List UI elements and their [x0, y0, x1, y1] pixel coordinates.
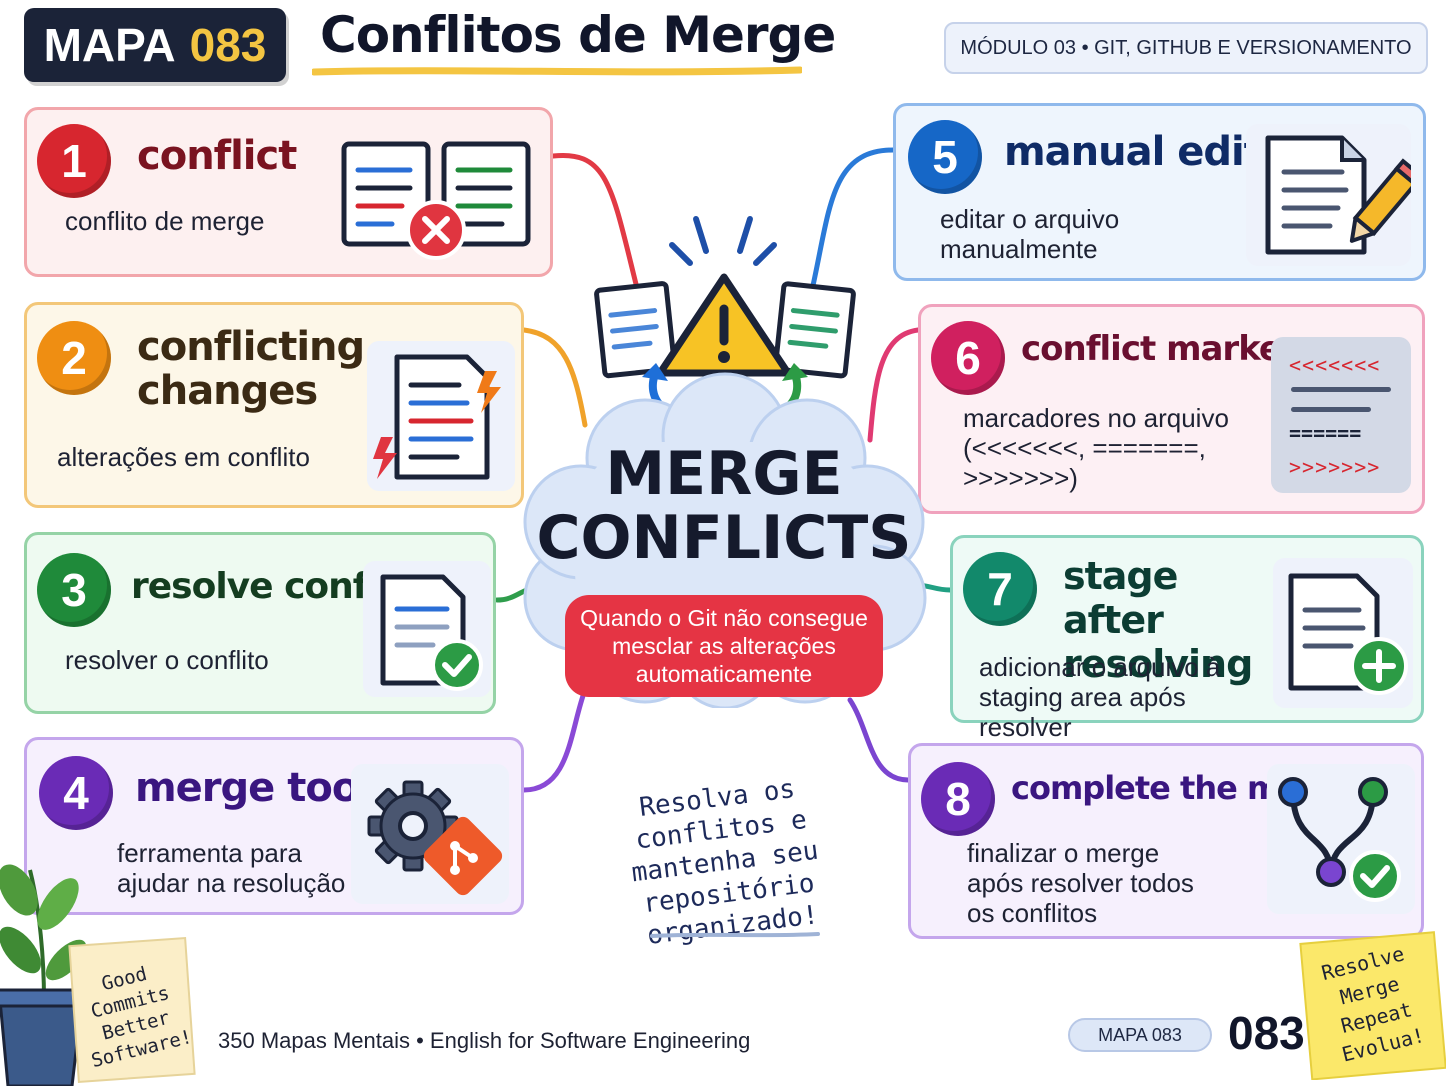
card-description: conflito de merge: [65, 206, 265, 236]
card-stage-after-resolving: 7 stage after resolving adicionar o arqu…: [950, 535, 1424, 742]
card-conflict: 1 conflict conflito de merge: [24, 107, 553, 277]
card-number: 6: [931, 321, 1005, 395]
card-title: merge tool: [135, 765, 372, 811]
card-title: conflicting changes: [137, 324, 365, 414]
card-merge-tool: 4 merge tool ferramenta para ajudar na r…: [24, 737, 524, 915]
slogan: Resolva os conflitos e mantenha seu repo…: [629, 774, 821, 951]
card-description: editar o arquivo manualmente: [940, 204, 1120, 264]
footer-series: 350 Mapas Mentais • English for Software…: [218, 1028, 751, 1053]
sticky-note-right: Resolve Merge Repeat Evolua!: [1296, 930, 1446, 1080]
connector-5: [809, 147, 896, 293]
card-description: alterações em conflito: [57, 442, 310, 472]
merge-branch-icon: [1267, 764, 1415, 914]
marker-bottom: >>>>>>>: [1289, 455, 1381, 479]
connector-1: [550, 152, 643, 303]
card-title: stage after resolving: [1063, 554, 1253, 686]
document-pencil-icon: [1246, 124, 1411, 266]
slogan-underline: [650, 932, 820, 938]
page-title: Conflitos de Merge: [320, 6, 836, 64]
map-badge-number: 083: [189, 19, 267, 71]
module-label: MÓDULO 03 • GIT, GITHUB E VERSIONAMENTO: [944, 22, 1428, 74]
center-title-line2: CONFLICTS: [536, 503, 912, 573]
marker-line: [1291, 407, 1371, 412]
card-conflicting-changes: 2 conflicting changes alterações em conf…: [24, 302, 524, 508]
card-description: ferramenta para ajudar na resolução: [117, 838, 346, 898]
card-number: 8: [921, 762, 995, 836]
footer-map-label: MAPA 083: [1068, 1018, 1212, 1052]
center-description: Quando o Git não consegue mesclar as alt…: [565, 595, 883, 697]
marker-top: <<<<<<<: [1289, 353, 1381, 377]
card-resolve-conflict: 3 resolve conflict resolver o conflito: [24, 532, 496, 714]
center-title: MERGE CONFLICTS: [515, 442, 933, 570]
card-description: marcadores no arquivo (<<<<<<<, =======,…: [963, 403, 1229, 493]
marker-line: [1291, 387, 1391, 392]
footer-map-number: 083: [1228, 1007, 1305, 1059]
card-number: 5: [908, 120, 982, 194]
connector-2: [521, 327, 588, 428]
card-number: 2: [37, 321, 111, 395]
connector-6: [867, 327, 921, 443]
conflict-markers-icon: <<<<<<< ====== >>>>>>>: [1271, 337, 1411, 493]
card-title: conflict: [137, 133, 297, 179]
title-underline: [312, 66, 802, 76]
card-number: 4: [39, 756, 113, 830]
card-number: 3: [37, 553, 111, 627]
card-description: adicionar o arquivo à staging area após …: [979, 652, 1221, 742]
card-title: manual edit: [1004, 129, 1263, 175]
card-description: finalizar o merge após resolver todos os…: [967, 838, 1194, 928]
card-conflict-markers: 6 conflict markers marcadores no arquivo…: [918, 304, 1425, 514]
card-description: resolver o conflito: [65, 645, 269, 675]
sticky-note-left: Good Commits Better Software!: [68, 936, 196, 1084]
conflict-documents-icon: [332, 132, 537, 262]
center-title-line1: MERGE: [605, 439, 843, 509]
card-number: 1: [37, 124, 111, 198]
connector-8: [847, 697, 911, 783]
conflicting-changes-icon: [367, 341, 515, 491]
warning-documents-icon: [590, 205, 858, 430]
map-badge-word: MAPA: [43, 19, 176, 71]
card-complete-the-merge: 8 complete the merge finalizar o merge a…: [908, 743, 1424, 939]
card-title: conflict markers: [1021, 329, 1317, 369]
document-check-icon: [363, 561, 491, 697]
gear-git-icon: [351, 764, 509, 904]
connector-4: [521, 687, 588, 793]
card-manual-edit: 5 manual edit editar o arquivo manualmen…: [893, 103, 1426, 281]
card-number: 7: [963, 552, 1037, 626]
marker-middle: ======: [1289, 421, 1362, 445]
map-badge: MAPA 083: [24, 8, 286, 82]
document-plus-icon: [1273, 558, 1413, 708]
